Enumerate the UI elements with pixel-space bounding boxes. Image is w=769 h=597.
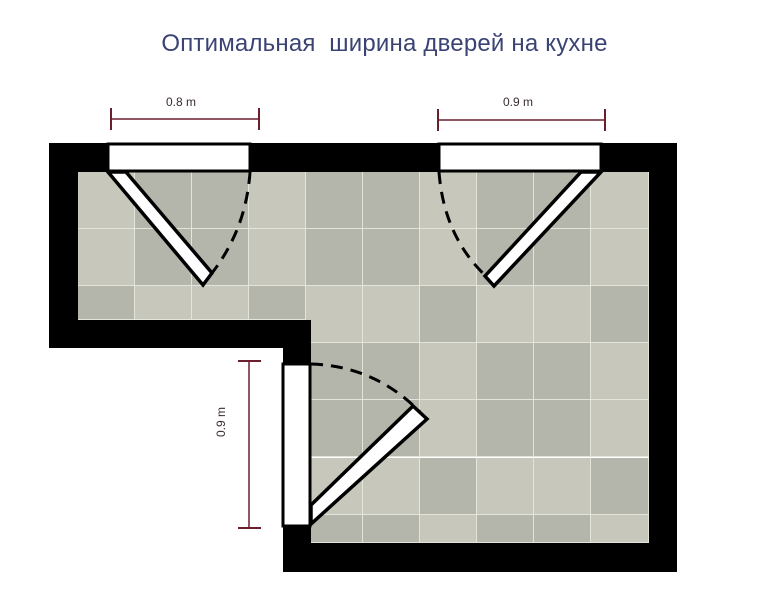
floor-tile (477, 458, 534, 515)
door-leaf (482, 170, 606, 289)
dimension-label-top-right: 0.9 m (503, 95, 534, 109)
floor-tile (591, 400, 649, 457)
door-opening (437, 142, 603, 173)
dimension-label-left-bottom: 0.9 m (214, 406, 228, 437)
floor-tile (363, 229, 420, 286)
wall-left (49, 143, 78, 348)
floor-tile (420, 400, 477, 457)
dimension-left-bottom (238, 360, 261, 529)
floor-tile (534, 343, 591, 400)
floor-tile (306, 229, 363, 286)
door-top-left (104, 142, 252, 288)
floor-tile (363, 515, 420, 543)
door-top-right (437, 142, 606, 289)
dimension-label-top-left: 0.8 m (166, 95, 197, 109)
floor-tile (534, 458, 591, 515)
floor-tile (249, 229, 306, 286)
floor-tile (477, 400, 534, 457)
dimension-top-left (110, 108, 260, 130)
floor-tile (591, 458, 649, 515)
floor-tile (363, 172, 420, 229)
floor-tile (534, 229, 591, 286)
floor-tile (420, 343, 477, 400)
door-leaf (309, 403, 430, 528)
floor-tile (534, 286, 591, 343)
door-opening (106, 142, 252, 173)
floor-tile (306, 400, 363, 457)
floor-tile (591, 515, 649, 543)
door-opening (281, 362, 312, 528)
dimension-top-right (437, 109, 606, 131)
floor-tile (420, 286, 477, 343)
floor-tile (78, 229, 135, 286)
wall-bottom (283, 543, 677, 572)
floor-tile (477, 515, 534, 543)
wall-right (649, 143, 677, 572)
floor-tile (306, 286, 363, 343)
floor-tile (306, 172, 363, 229)
floor-tile (591, 343, 649, 400)
floor-tile (534, 400, 591, 457)
door-leaf (104, 170, 215, 288)
floor-tile (78, 286, 135, 320)
door-swing-arc (437, 171, 490, 280)
floor-tile (420, 458, 477, 515)
door-left-bottom (281, 362, 430, 528)
floor-tile (249, 172, 306, 229)
door-swing-arc (206, 171, 252, 279)
floor-tile (591, 229, 649, 286)
floor-tile (192, 286, 249, 320)
floor-tile (477, 172, 534, 229)
floor-tile (249, 286, 306, 320)
floor-tile (477, 286, 534, 343)
wall-middle-horizontal (49, 320, 311, 348)
floor-tile (363, 343, 420, 400)
floor-tile (591, 172, 649, 229)
floor-tile (135, 286, 192, 320)
door-swing-arc (310, 362, 422, 414)
floor-tile (363, 286, 420, 343)
floor-tile (534, 515, 591, 543)
floor-tile (477, 343, 534, 400)
page-title: Оптимальная ширина дверей на кухне (161, 30, 608, 57)
floor-tile (420, 515, 477, 543)
floor-tile (591, 286, 649, 343)
